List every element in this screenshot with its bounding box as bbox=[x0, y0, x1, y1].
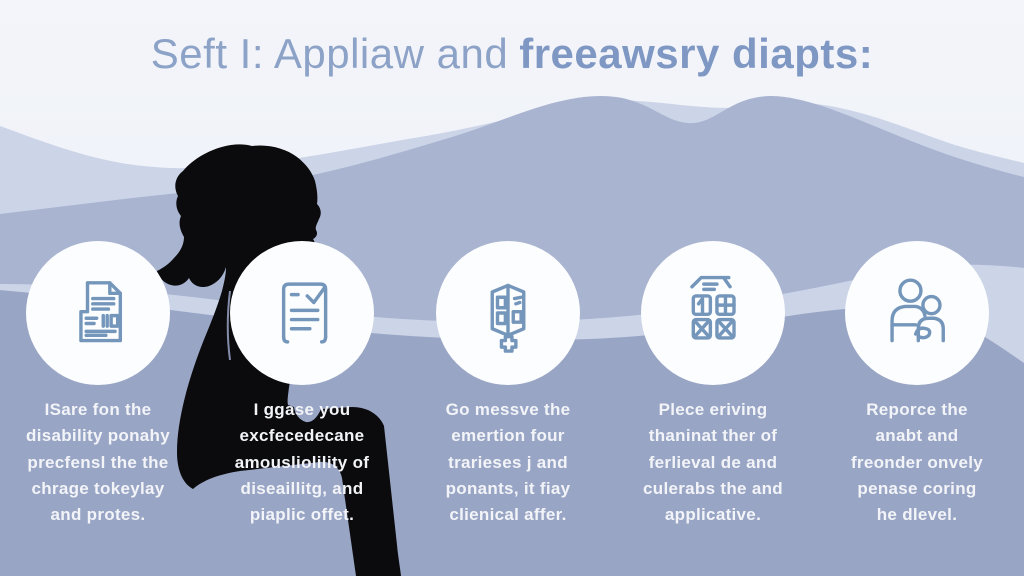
caregiver-icon bbox=[890, 278, 945, 343]
step-4: Plece eriving thaninat ther of ferlieval… bbox=[613, 241, 813, 529]
checklist-icon bbox=[281, 282, 328, 344]
step-3-circle bbox=[436, 241, 580, 385]
title-normal-text: Seft I: Appliaw and bbox=[150, 30, 509, 77]
step-caption: Reporce the anabt and freonder onvely pe… bbox=[850, 400, 984, 525]
step-5: Reporce the anabt and freonder onvely pe… bbox=[817, 241, 1017, 529]
step-2: I ggase you excfecedecane amousliolility… bbox=[202, 241, 402, 529]
arm-separation-line bbox=[226, 290, 231, 361]
title-bold-text: freeawsry diapts: bbox=[519, 30, 874, 77]
step-1-circle bbox=[26, 241, 170, 385]
step-5-circle bbox=[845, 241, 989, 385]
step-caption: Plece eriving thaninat ther of ferlieval… bbox=[643, 400, 783, 525]
step-caption: I ggase you excfecedecane amousliolility… bbox=[234, 400, 370, 525]
step-caption: ISare fon the disability ponahy precfens… bbox=[26, 400, 170, 525]
step-1: ISare fon the disability ponahy precfens… bbox=[0, 241, 198, 529]
calendar-grid-icon bbox=[690, 275, 736, 340]
medical-booklet-icon bbox=[490, 283, 526, 353]
step-3: Go messve the emertion four trarieses j … bbox=[408, 241, 608, 529]
step-4-circle bbox=[641, 241, 785, 385]
document-icon bbox=[79, 281, 123, 343]
step-caption: Go messve the emertion four trarieses j … bbox=[445, 400, 571, 525]
step-2-circle bbox=[230, 241, 374, 385]
